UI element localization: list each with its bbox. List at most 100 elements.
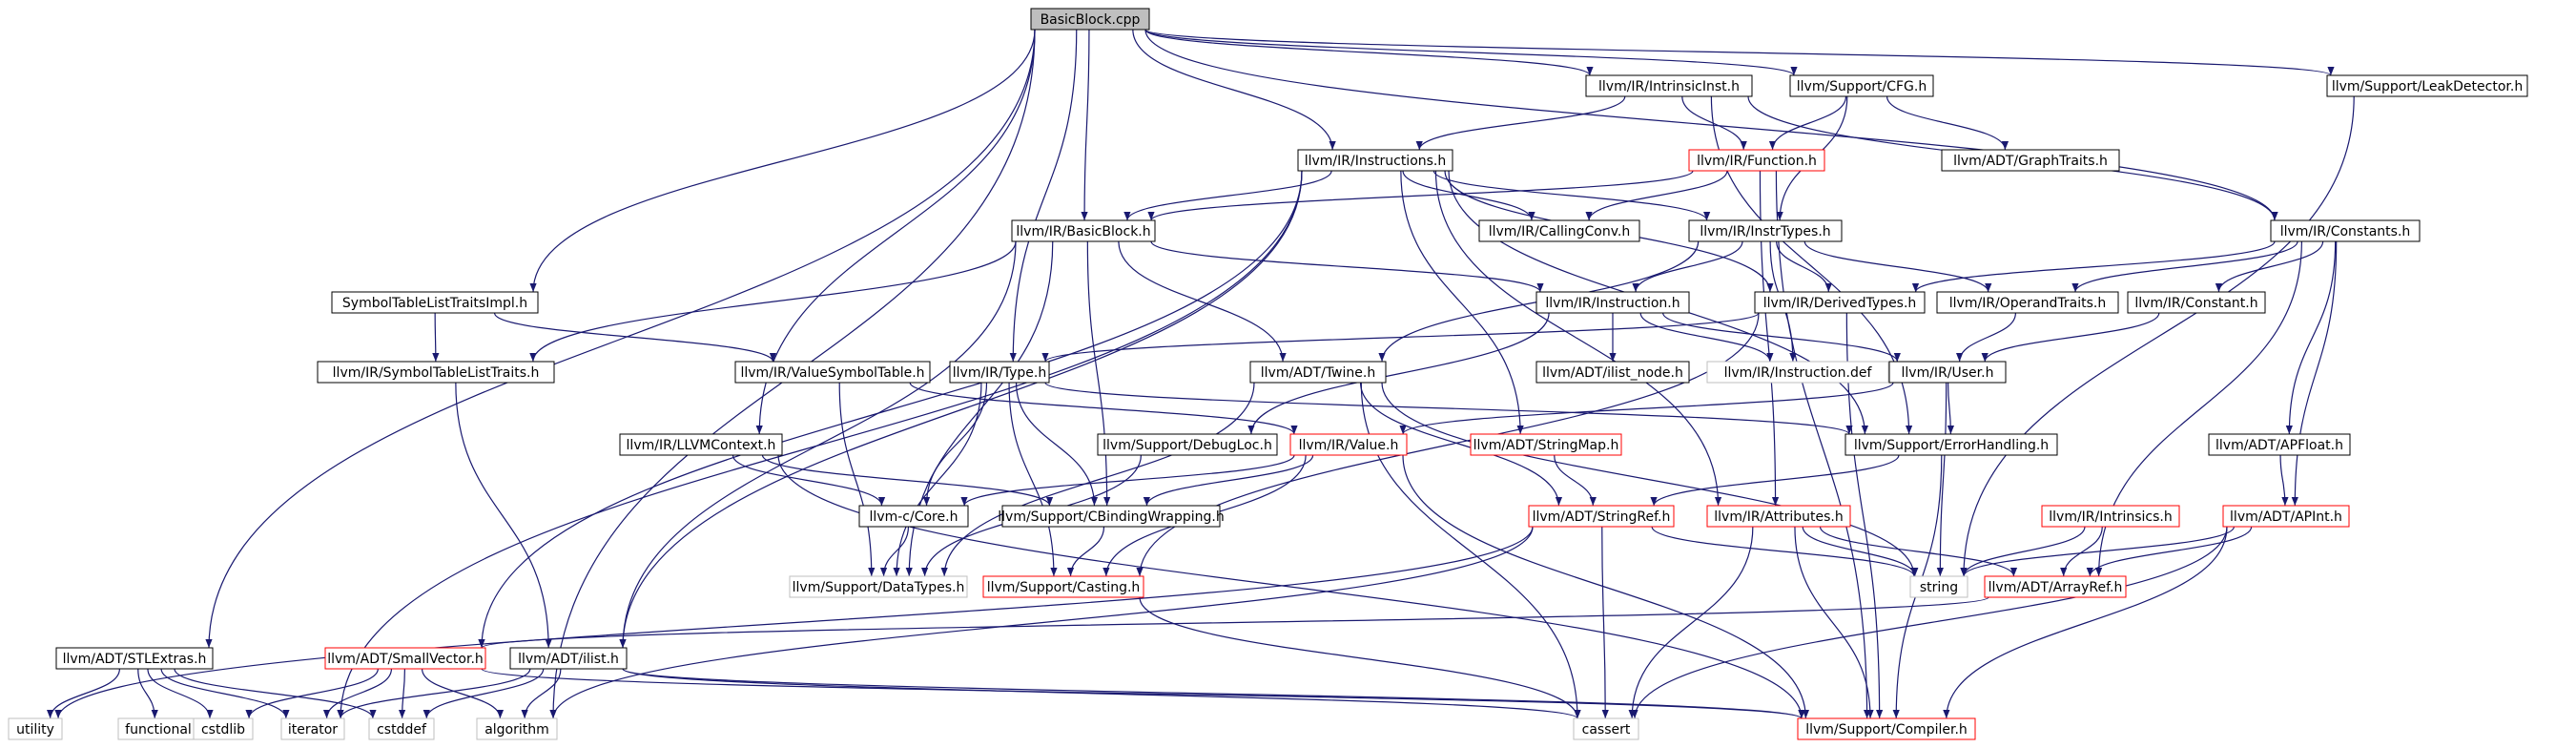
node-llvm-ir-value-h[interactable]: llvm/IR/Value.h (1289, 433, 1408, 456)
edge-basicblock-to-ilist (619, 240, 1017, 649)
node-llvm-ir-basicblock-h[interactable]: llvm/IR/BasicBlock.h (1011, 219, 1156, 242)
node-box (1535, 291, 1690, 314)
node-box (1888, 361, 2007, 384)
edge-type-to-casting (1008, 382, 1058, 577)
node-box (509, 647, 628, 670)
node-llvm-ir-intrinsics-h[interactable]: llvm/IR/Intrinsics.h (2041, 505, 2180, 528)
edge-bbcpp-to-stlextras (205, 29, 1036, 649)
node-label: llvm/IR/Function.h (1697, 154, 1817, 169)
node-llvm-ir-symboltablelisttraits-h[interactable]: llvm/IR/SymbolTableListTraits.h (317, 361, 555, 384)
node-llvm-support-leakdetector-h[interactable]: llvm/Support/LeakDetector.h (2326, 74, 2528, 97)
node-label: llvm/ADT/Twine.h (1261, 365, 1375, 381)
node-llvm-ir-user-h[interactable]: llvm/IR/User.h (1888, 361, 2007, 384)
node-symboltablelisttraitsimpl-h[interactable]: SymbolTableListTraitsImpl.h (331, 291, 539, 314)
node-label: llvm/IR/CallingConv.h (1489, 224, 1631, 239)
node-llvm-support-debugloc-h[interactable]: llvm/Support/DebugLoc.h (1097, 433, 1278, 456)
node-box (734, 361, 931, 384)
node-cstddef[interactable]: cstddef (368, 717, 435, 740)
node-llvm-support-cbindingwrapping-h[interactable]: llvm/Support/CBindingWrapping.h (998, 505, 1225, 528)
node-label: cassert (1582, 722, 1631, 738)
edge-bbcpp-to-instructions (1132, 29, 1336, 151)
node-box (1706, 361, 1889, 384)
node-llvm-support-errorhandling-h[interactable]: llvm/Support/ErrorHandling.h (1844, 433, 2058, 456)
node-utility[interactable]: utility (8, 717, 63, 740)
node-llvm-ir-instructions-h[interactable]: llvm/IR/Instructions.h (1297, 149, 1453, 172)
node-llvm-ir-instrtypes-h[interactable]: llvm/IR/InstrTypes.h (1688, 219, 1843, 242)
node-llvm-adt-smallvector-h[interactable]: llvm/ADT/SmallVector.h (324, 647, 486, 670)
node-functional[interactable]: functional (117, 717, 199, 740)
node-llvm-ir-constants-h[interactable]: llvm/IR/Constants.h (2270, 219, 2421, 242)
edge-basicblock-to-symtlt (529, 240, 1017, 363)
node-llvm-ir-function-h[interactable]: llvm/IR/Function.h (1688, 149, 1825, 172)
node-llvm-ir-operandtraits-h[interactable]: llvm/IR/OperandTraits.h (1936, 291, 2119, 314)
edge-instructions-to-iterator (337, 170, 1303, 719)
edge-intrinsics-to-string (1960, 526, 2086, 577)
node-algorithm[interactable]: algorithm (476, 717, 558, 740)
node-llvm-ir-instruction-def[interactable]: llvm/IR/Instruction.def (1706, 361, 1889, 384)
node-box (1528, 505, 1675, 528)
node-box (317, 361, 555, 384)
edge-attributes-to-string (1802, 526, 1919, 577)
edge-arrayref-to-smallvector (478, 596, 1989, 649)
node-llvm-adt-arrayref-h[interactable]: llvm/ADT/ArrayRef.h (1984, 575, 2127, 598)
node-llvm-ir-instruction-h[interactable]: llvm/IR/Instruction.h (1535, 291, 1690, 314)
node-label: llvm/Support/CBindingWrapping.h (998, 509, 1224, 525)
node-label: llvm/ADT/APInt.h (2230, 509, 2342, 525)
node-box (1011, 219, 1156, 242)
node-label: llvm/ADT/ilist.h (518, 652, 619, 667)
node-cassert[interactable]: cassert (1573, 717, 1639, 740)
edge-bbcpp-to-leakdetector (1144, 29, 2335, 76)
edge-instrtypes-to-derivedtypes (1776, 240, 1832, 293)
node-llvm-adt-ilist-h[interactable]: llvm/ADT/ilist.h (509, 647, 628, 670)
node-llvm-support-compiler-h[interactable]: llvm/Support/Compiler.h (1797, 717, 1976, 740)
edge-ccore-to-datatypes (879, 526, 910, 577)
node-llvm-adt-stlextras-h[interactable]: llvm/ADT/STLExtras.h (55, 647, 214, 670)
node-llvm-support-datatypes-h[interactable]: llvm/Support/DataTypes.h (789, 575, 968, 598)
node-basicblock-cpp[interactable]: BasicBlock.cpp (1030, 8, 1150, 31)
edge-basicblock-to-cbinding (1086, 240, 1111, 507)
edge-bbcpp-to-symtltimpl (529, 29, 1036, 293)
node-iterator[interactable]: iterator (280, 717, 345, 740)
node-string[interactable]: string (1909, 575, 1968, 598)
edge-ilist-to-compiler (622, 668, 1805, 719)
edge-instrtypes-to-instruction (1632, 240, 1743, 293)
edge-twine-to-cassert (1360, 382, 1581, 719)
edge-instruction-to-user (1662, 312, 1901, 363)
node-llvm-ir-derivedtypes-h[interactable]: llvm/IR/DerivedTypes.h (1754, 291, 1926, 314)
node-label: string (1920, 580, 1958, 595)
node-llvm-ir-intrinsicinst-h[interactable]: llvm/IR/IntrinsicInst.h (1585, 74, 1753, 97)
node-llvm-adt-twine-h[interactable]: llvm/ADT/Twine.h (1249, 361, 1387, 384)
node-llvm-adt-ilist-node-h[interactable]: llvm/ADT/ilist_node.h (1535, 361, 1690, 384)
node-label: llvm/ADT/STLExtras.h (63, 652, 207, 667)
node-box (1941, 149, 2120, 172)
node-llvm-ir-callingconv-h[interactable]: llvm/IR/CallingConv.h (1478, 219, 1640, 242)
node-cstdlib[interactable]: cstdlib (193, 717, 254, 740)
node-box (1470, 433, 1622, 456)
node-llvm-support-cfg-h[interactable]: llvm/Support/CFG.h (1789, 74, 1934, 97)
node-llvm-ir-llvmcontext-h[interactable]: llvm/IR/LLVMContext.h (619, 433, 783, 456)
node-llvm-ir-attributes-h[interactable]: llvm/IR/Attributes.h (1706, 505, 1851, 528)
node-box (1789, 74, 1934, 97)
node-llvm-ir-type-h[interactable]: llvm/IR/Type.h (949, 361, 1050, 384)
node-label: llvm/IR/BasicBlock.h (1016, 224, 1150, 239)
edge-value-to-ccore (960, 454, 1295, 507)
node-box (1797, 717, 1976, 740)
node-llvm-adt-stringref-h[interactable]: llvm/ADT/StringRef.h (1528, 505, 1675, 528)
node-box (368, 717, 435, 740)
edge-constant-to-user (1981, 312, 2160, 363)
node-box (476, 717, 558, 740)
node-llvm-adt-stringmap-h[interactable]: llvm/ADT/StringMap.h (1470, 433, 1622, 456)
edge-instructions-to-basicblock (1123, 170, 1332, 221)
node-llvm-ir-valuesymboltable-h[interactable]: llvm/IR/ValueSymbolTable.h (734, 361, 931, 384)
node-llvm-adt-graphtraits-h[interactable]: llvm/ADT/GraphTraits.h (1941, 149, 2120, 172)
node-llvm-support-casting-h[interactable]: llvm/Support/Casting.h (982, 575, 1144, 598)
node-llvm-adt-apint-h[interactable]: llvm/ADT/APInt.h (2222, 505, 2350, 528)
edge-value-to-compiler (1402, 454, 1809, 719)
edge-function-to-compiler (1775, 170, 1871, 719)
node-llvm-c-core-h[interactable]: llvm-c/Core.h (858, 505, 969, 528)
node-llvm-ir-constant-h[interactable]: llvm/IR/Constant.h (2127, 291, 2266, 314)
edge-stlextras-to-iterator (160, 668, 290, 719)
node-label: llvm/ADT/StringRef.h (1533, 509, 1671, 525)
node-box (1688, 219, 1843, 242)
node-llvm-adt-apfloat-h[interactable]: llvm/ADT/APFloat.h (2208, 433, 2351, 456)
